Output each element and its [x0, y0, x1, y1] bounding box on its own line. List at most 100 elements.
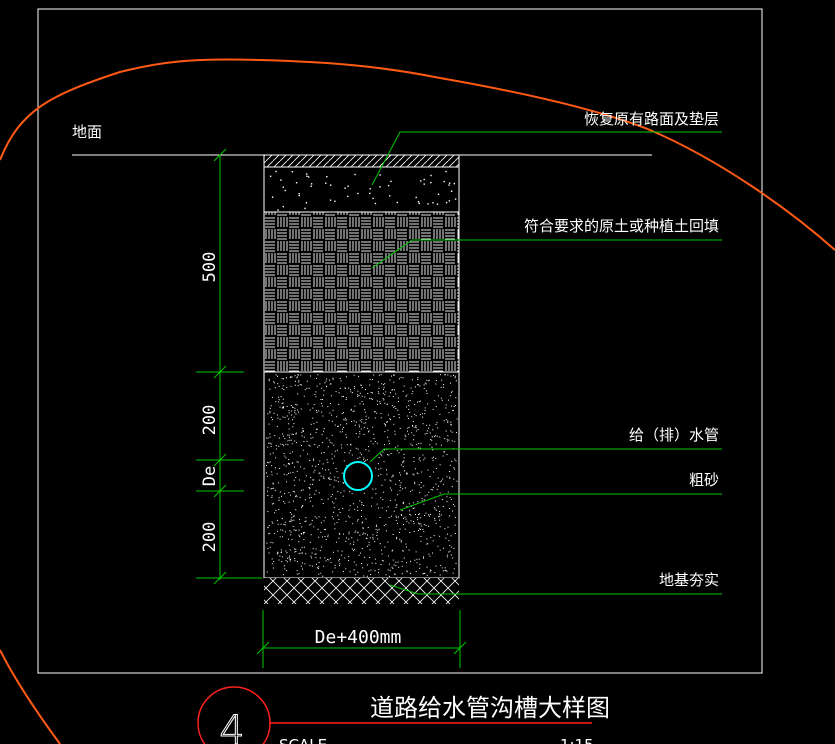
sand-grain: [325, 560, 327, 562]
sand-grain: [332, 551, 334, 553]
sand-grain: [407, 400, 409, 402]
sand-grain: [267, 461, 269, 463]
sand-grain: [323, 428, 325, 430]
callout-sand: 粗砂: [689, 471, 719, 489]
sand-grain: [359, 431, 361, 433]
sand-grain: [302, 552, 303, 554]
sand-grain: [383, 386, 385, 388]
sand-grain: [446, 454, 448, 456]
sand-grain: [281, 518, 283, 519]
sand-grain: [419, 447, 421, 449]
sand-grain: [450, 382, 451, 384]
sand-grain: [348, 387, 350, 389]
sand-grain: [359, 420, 361, 422]
sand-grain: [290, 404, 292, 406]
sand-grain: [377, 391, 379, 393]
sand-grain: [414, 403, 416, 405]
sand-grain: [357, 506, 358, 508]
sand-grain: [370, 398, 372, 400]
backfill-layer: [263, 211, 460, 373]
sand-grain: [288, 412, 290, 414]
sand-grain: [393, 389, 395, 391]
sand-grain: [450, 535, 452, 537]
sand-grain: [300, 549, 301, 551]
sand-grain: [384, 394, 386, 396]
sand-grain: [419, 567, 421, 569]
sand-grain: [359, 426, 360, 428]
sand-grain: [355, 574, 357, 576]
sand-grain: [267, 487, 269, 489]
sand-grain: [408, 549, 410, 551]
sand-grain: [451, 390, 453, 392]
sand-grain: [339, 377, 341, 379]
sand-grain: [270, 541, 272, 543]
sand-grain: [297, 461, 299, 463]
sand-grain: [420, 523, 422, 525]
sand-grain: [347, 515, 349, 517]
sand-grain: [403, 501, 404, 503]
sand-grain: [268, 533, 270, 535]
sand-grain: [309, 488, 311, 490]
sand-grain: [399, 538, 401, 540]
sand-grain: [278, 445, 280, 447]
sand-grain: [401, 514, 403, 516]
sand-grain: [433, 507, 435, 509]
sand-grain: [449, 497, 451, 499]
pavement-aggregate-grain: [430, 174, 432, 177]
sand-grain: [393, 374, 394, 376]
pavement-aggregate-grain: [282, 205, 284, 208]
sand-grain: [357, 448, 359, 450]
sand-grain: [354, 508, 356, 510]
sand-grain: [296, 404, 298, 406]
sand-grain: [380, 417, 382, 419]
sand-grain: [267, 495, 269, 496]
sand-grain: [430, 570, 432, 571]
sand-grain: [374, 441, 376, 442]
sand-grain: [440, 514, 442, 516]
sand-grain: [432, 489, 433, 491]
sand-grain: [311, 552, 313, 554]
sand-grain: [272, 482, 274, 484]
sand-grain: [361, 395, 363, 397]
sand-grain: [331, 501, 333, 503]
sand-grain: [311, 465, 313, 467]
sand-grain: [437, 477, 439, 479]
sand-grain: [314, 553, 316, 555]
sand-grain: [396, 536, 398, 538]
sand-grain: [371, 398, 373, 400]
sand-grain: [404, 528, 406, 530]
sand-grain: [285, 560, 287, 562]
sand-grain: [439, 535, 441, 537]
sand-grain: [268, 442, 270, 444]
sand-grain: [406, 394, 408, 396]
pavement-aggregate-grain: [420, 180, 422, 182]
sand-grain: [358, 554, 360, 556]
pavement-aggregate-grain: [430, 181, 432, 184]
sand-grain: [421, 498, 423, 500]
sand-grain: [335, 391, 337, 393]
sand-grain: [423, 524, 425, 526]
sand-grain: [376, 524, 377, 526]
sand-grain: [365, 419, 367, 421]
sand-grain: [302, 428, 304, 429]
sand-grain: [311, 519, 313, 521]
sand-grain: [411, 444, 413, 446]
sand-grain: [313, 479, 315, 481]
sand-grain: [283, 389, 285, 391]
sand-grain: [277, 482, 279, 484]
sand-grain: [372, 536, 374, 538]
sand-grain: [435, 522, 437, 524]
sand-grain: [373, 433, 375, 435]
sand-grain: [310, 496, 312, 498]
sand-grain: [328, 478, 330, 479]
sand-grain: [450, 424, 452, 426]
sand-grain: [323, 520, 325, 522]
sand-grain: [379, 401, 381, 403]
sand-grain: [312, 548, 314, 550]
sand-grain: [299, 519, 300, 521]
sand-grain: [351, 454, 353, 456]
sand-grain: [390, 392, 391, 394]
sand-grain: [355, 564, 357, 566]
sand-grain: [420, 536, 422, 537]
sand-grain: [388, 517, 390, 519]
